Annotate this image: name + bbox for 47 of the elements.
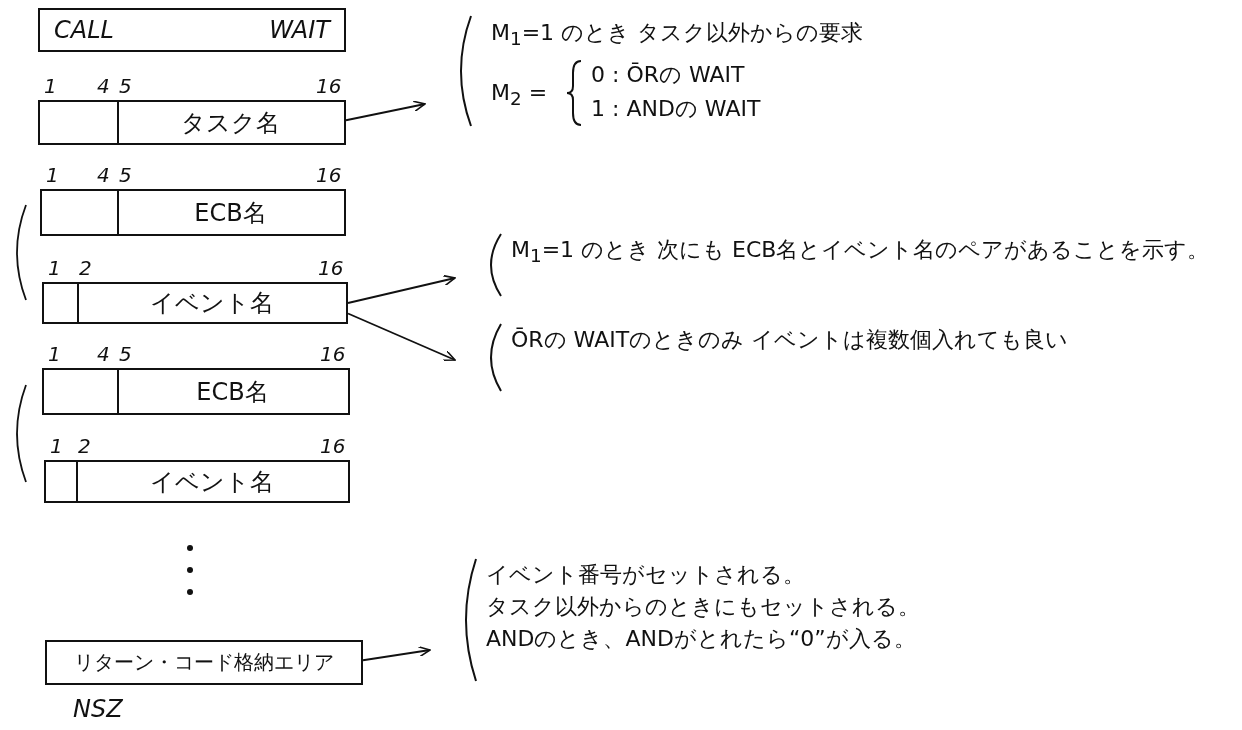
record-box (44, 460, 350, 503)
record-box (40, 189, 346, 236)
note-text: M$_{2}$ = (491, 80, 548, 110)
record-box (38, 100, 346, 145)
bit-number: 1 (46, 163, 59, 187)
bit-number: 2 (78, 434, 91, 458)
arrow (347, 274, 456, 304)
bit-number: 5 (119, 74, 132, 98)
header-box (38, 8, 346, 52)
field-name: イベント名 (149, 288, 274, 319)
header-text: WAIT (269, 16, 330, 44)
bit-number: 4 (97, 342, 110, 366)
bit-number: 16 (316, 163, 342, 187)
bit-number: 1 (48, 342, 61, 366)
bit-number: 1 (50, 434, 63, 458)
note-text: 1 : ANDの WAIT (591, 95, 761, 123)
bit-number: 16 (318, 256, 344, 280)
bit-number: 16 (320, 434, 346, 458)
bit-number: 16 (316, 74, 342, 98)
field-name: ECB名 (196, 376, 269, 408)
bit-number: 5 (119, 342, 132, 366)
bit-number: 5 (119, 163, 132, 187)
field-name: タスク名 (181, 107, 280, 139)
bit-number: 2 (79, 256, 92, 280)
field-name: ECB名 (194, 197, 267, 229)
field-name: イベント名 (150, 466, 274, 498)
bit-number: 4 (97, 163, 110, 187)
header-text: CALL (54, 16, 114, 44)
note-text: タスク以外からのときにもセットされる。 (486, 592, 921, 621)
note-text: 0 : ŌRの WAIT (591, 61, 745, 89)
note-text: ANDのとき、ANDがとれたら“0”が入る。 (486, 624, 917, 653)
bit-number: 1 (48, 256, 61, 280)
bit-number: 1 (44, 74, 57, 98)
arrow (345, 100, 426, 122)
note-text: ŌRの WAITのときのみ イベントは複数個入れても良い (511, 326, 1070, 354)
note-text: イベント番号がセットされる。 (486, 561, 806, 589)
record-box (42, 282, 348, 324)
note-text: M$_{1}$=1 のとき タスク以外からの要求 (491, 19, 864, 50)
area-label: NSZ (73, 695, 123, 723)
note-text: M$_{1}$=1 のとき 次にも ECB名とイベント名のペアがあることを示す。 (511, 236, 1211, 269)
bit-number: 16 (320, 342, 346, 366)
bit-number: 4 (97, 74, 110, 98)
field-name: リターン・コード格納エリア (74, 649, 334, 676)
record-box (45, 640, 363, 685)
arrow (347, 312, 456, 361)
arrow (362, 645, 431, 662)
record-box (42, 368, 350, 415)
